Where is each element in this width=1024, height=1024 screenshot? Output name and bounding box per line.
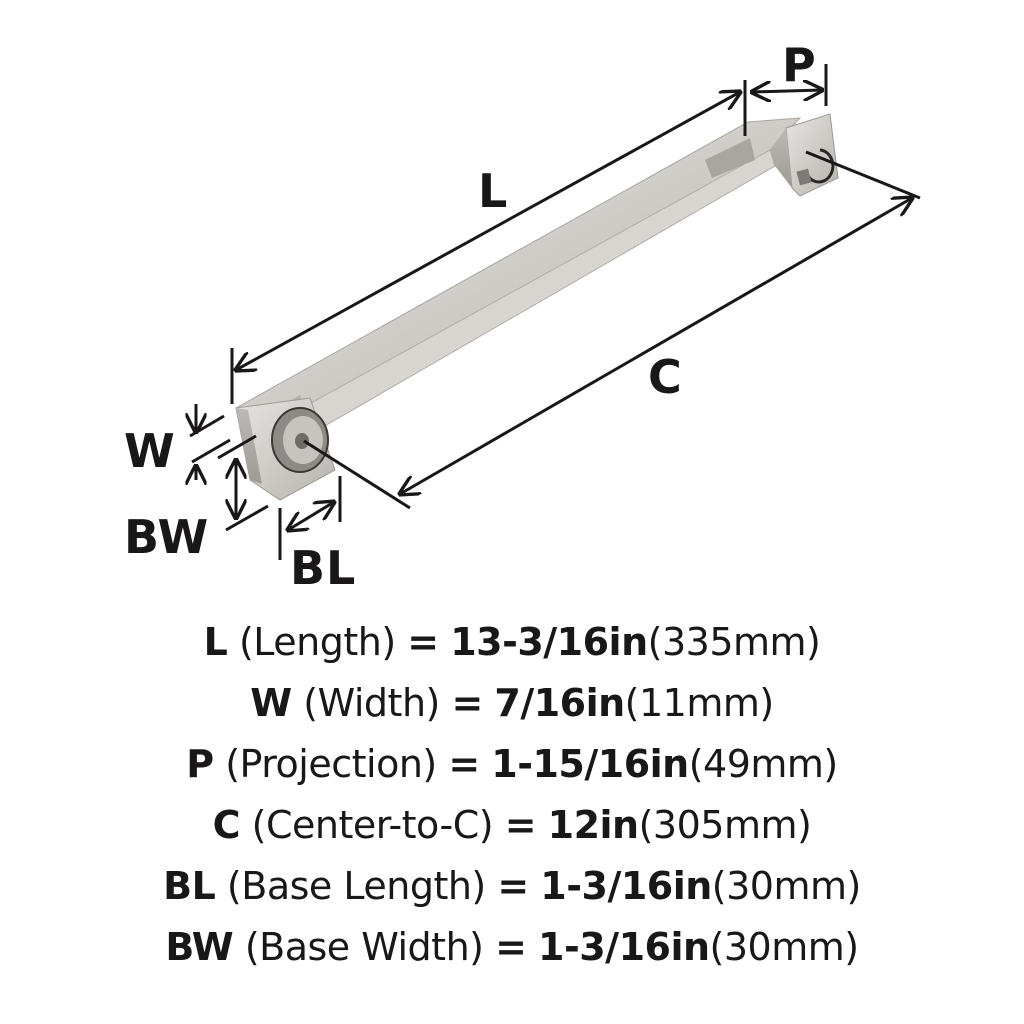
handle-illustration <box>0 64 921 560</box>
label-p: P <box>782 38 817 92</box>
handle-bar <box>235 117 802 447</box>
dimension-specs-list: L (Length) = 13-3/16in(335mm) W (Width) … <box>0 612 1024 978</box>
center-to-center-dimension <box>303 150 921 510</box>
base-width-dimension <box>225 460 269 532</box>
label-c: C <box>648 350 683 404</box>
spec-projection: P (Projection) = 1-15/16in(49mm) <box>186 742 838 786</box>
label-bw: BW <box>124 510 210 564</box>
label-w: W <box>124 424 176 478</box>
label-bl: BL <box>290 541 357 595</box>
handle-dimension-diagram: L P C W BW BL <box>0 38 921 595</box>
left-base <box>235 397 336 501</box>
spec-center-to-center: C (Center-to-C) = 12in(305mm) <box>212 803 812 847</box>
width-dimension <box>190 404 257 480</box>
spec-length: L (Length) = 13-3/16in(335mm) <box>203 620 821 664</box>
label-l: L <box>478 164 509 218</box>
projection-dimension <box>752 64 828 106</box>
base-length-dimension <box>278 476 342 560</box>
spec-base-width: BW (Base Width) = 1-3/16in(30mm) <box>165 925 859 969</box>
spec-base-length: BL (Base Length) = 1-3/16in(30mm) <box>163 864 861 908</box>
spec-width: W (Width) = 7/16in(11mm) <box>250 681 774 725</box>
